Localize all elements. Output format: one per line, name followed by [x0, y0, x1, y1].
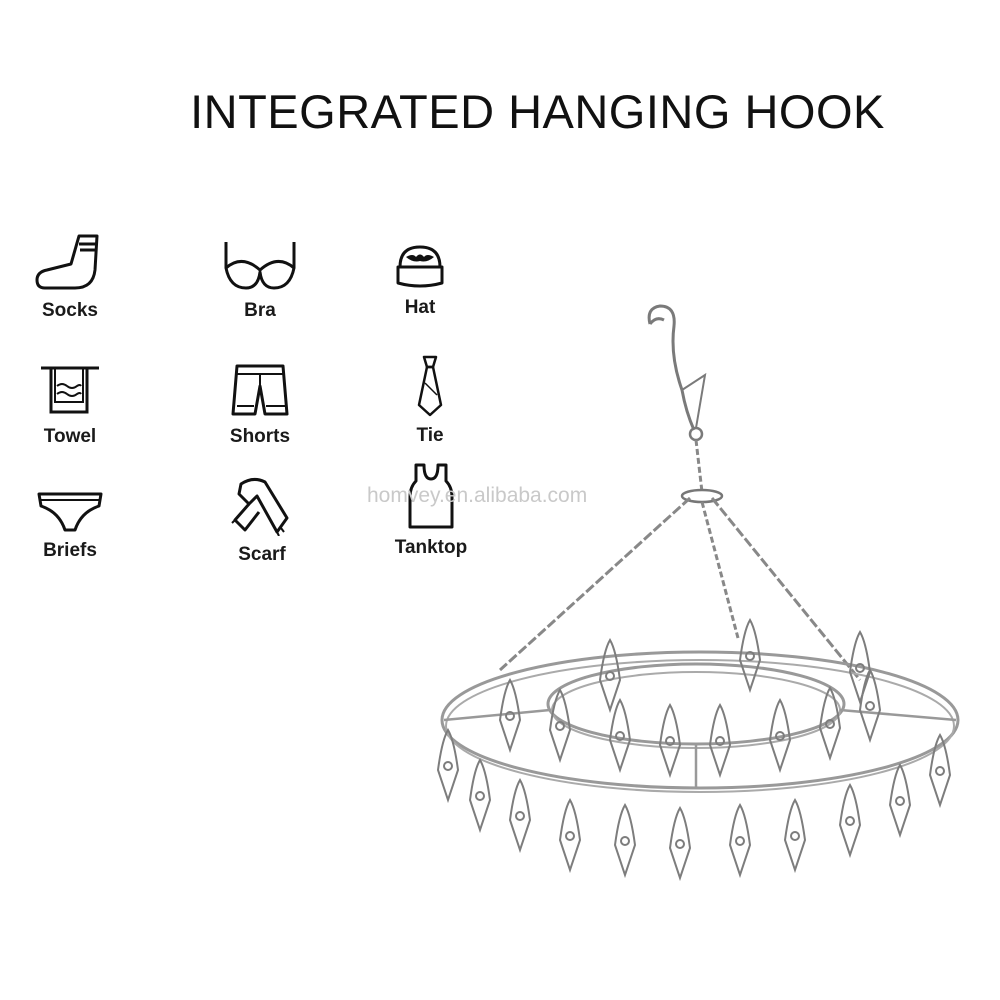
watermark: homvey.en.alibaba.com: [367, 484, 588, 507]
clothespin: [613, 803, 637, 879]
clothespin: [558, 798, 582, 874]
shorts-icon: [231, 364, 289, 416]
item-label: Tie: [416, 425, 444, 446]
item-label: Tanktop: [394, 537, 468, 558]
clothespin: [768, 698, 792, 774]
clothespin: [708, 703, 732, 779]
item-bra: Bra: [200, 240, 320, 322]
clothespin-spring: [935, 766, 945, 776]
clothespin: [888, 763, 912, 839]
clothespin-spring: [615, 731, 625, 741]
clothespin-spring: [855, 663, 865, 673]
clothespin-spring: [665, 736, 675, 746]
clothespin-spring: [745, 651, 755, 661]
item-label: Scarf: [238, 544, 286, 565]
clothespin: [608, 698, 632, 774]
clothespin-spring: [735, 836, 745, 846]
item-hat: Hat: [360, 243, 480, 319]
clothespin-spring: [565, 831, 575, 841]
clothespin-spring: [825, 719, 835, 729]
clothespin: [548, 688, 572, 764]
clothespin-spring: [475, 791, 485, 801]
towel-icon: [41, 366, 99, 414]
clothespin: [436, 728, 460, 804]
clothespin: [858, 668, 882, 744]
clothespin-spring: [895, 796, 905, 806]
clothespin-spring: [865, 701, 875, 711]
clothespin-spring: [443, 761, 453, 771]
clothespin-spring: [715, 736, 725, 746]
clothespin-spring: [555, 721, 565, 731]
item-label: Towel: [43, 426, 97, 447]
bra-icon: [224, 242, 296, 290]
clothespin-spring: [605, 671, 615, 681]
clothespin-spring: [845, 816, 855, 826]
tanktop-icon: [408, 463, 454, 529]
item-briefs: Briefs: [10, 490, 130, 562]
clothespin: [658, 703, 682, 779]
sock-icon: [35, 234, 99, 290]
clothespin: [598, 638, 622, 714]
clothespin: [838, 783, 862, 859]
item-towel: Towel: [10, 362, 130, 448]
item-label: Hat: [404, 297, 436, 318]
cap-icon: [396, 245, 444, 288]
item-label: Shorts: [229, 426, 291, 447]
clip-rack-image: [436, 304, 960, 882]
clothespin: [728, 803, 752, 879]
item-label: Socks: [42, 300, 98, 321]
clothespin-spring: [775, 731, 785, 741]
item-tanktop: Tanktop: [371, 463, 491, 559]
item-label: Briefs: [43, 540, 97, 561]
clothespin-spring: [505, 711, 515, 721]
tie-icon: [417, 355, 443, 417]
page-title: INTEGRATED HANGING HOOK: [190, 85, 885, 138]
clothespin: [818, 686, 842, 762]
clothespin-spring: [620, 836, 630, 846]
clothespin: [508, 778, 532, 854]
item-shorts: Shorts: [200, 362, 320, 448]
item-socks: Socks: [10, 232, 130, 322]
clothespin: [738, 618, 762, 694]
item-tie: Tie: [370, 355, 490, 447]
clothespin-spring: [790, 831, 800, 841]
clothespin-spring: [515, 811, 525, 821]
scarf-icon: [231, 477, 289, 536]
clothespin-spring: [675, 839, 685, 849]
item-scarf: Scarf: [202, 474, 322, 566]
clothespin: [848, 630, 872, 706]
clothespin: [468, 758, 492, 834]
clothespin: [928, 733, 952, 809]
clothespin: [498, 678, 522, 754]
clothespin: [668, 806, 692, 882]
briefs-icon: [37, 492, 103, 532]
item-label: Bra: [244, 300, 276, 321]
clothespin: [783, 798, 807, 874]
